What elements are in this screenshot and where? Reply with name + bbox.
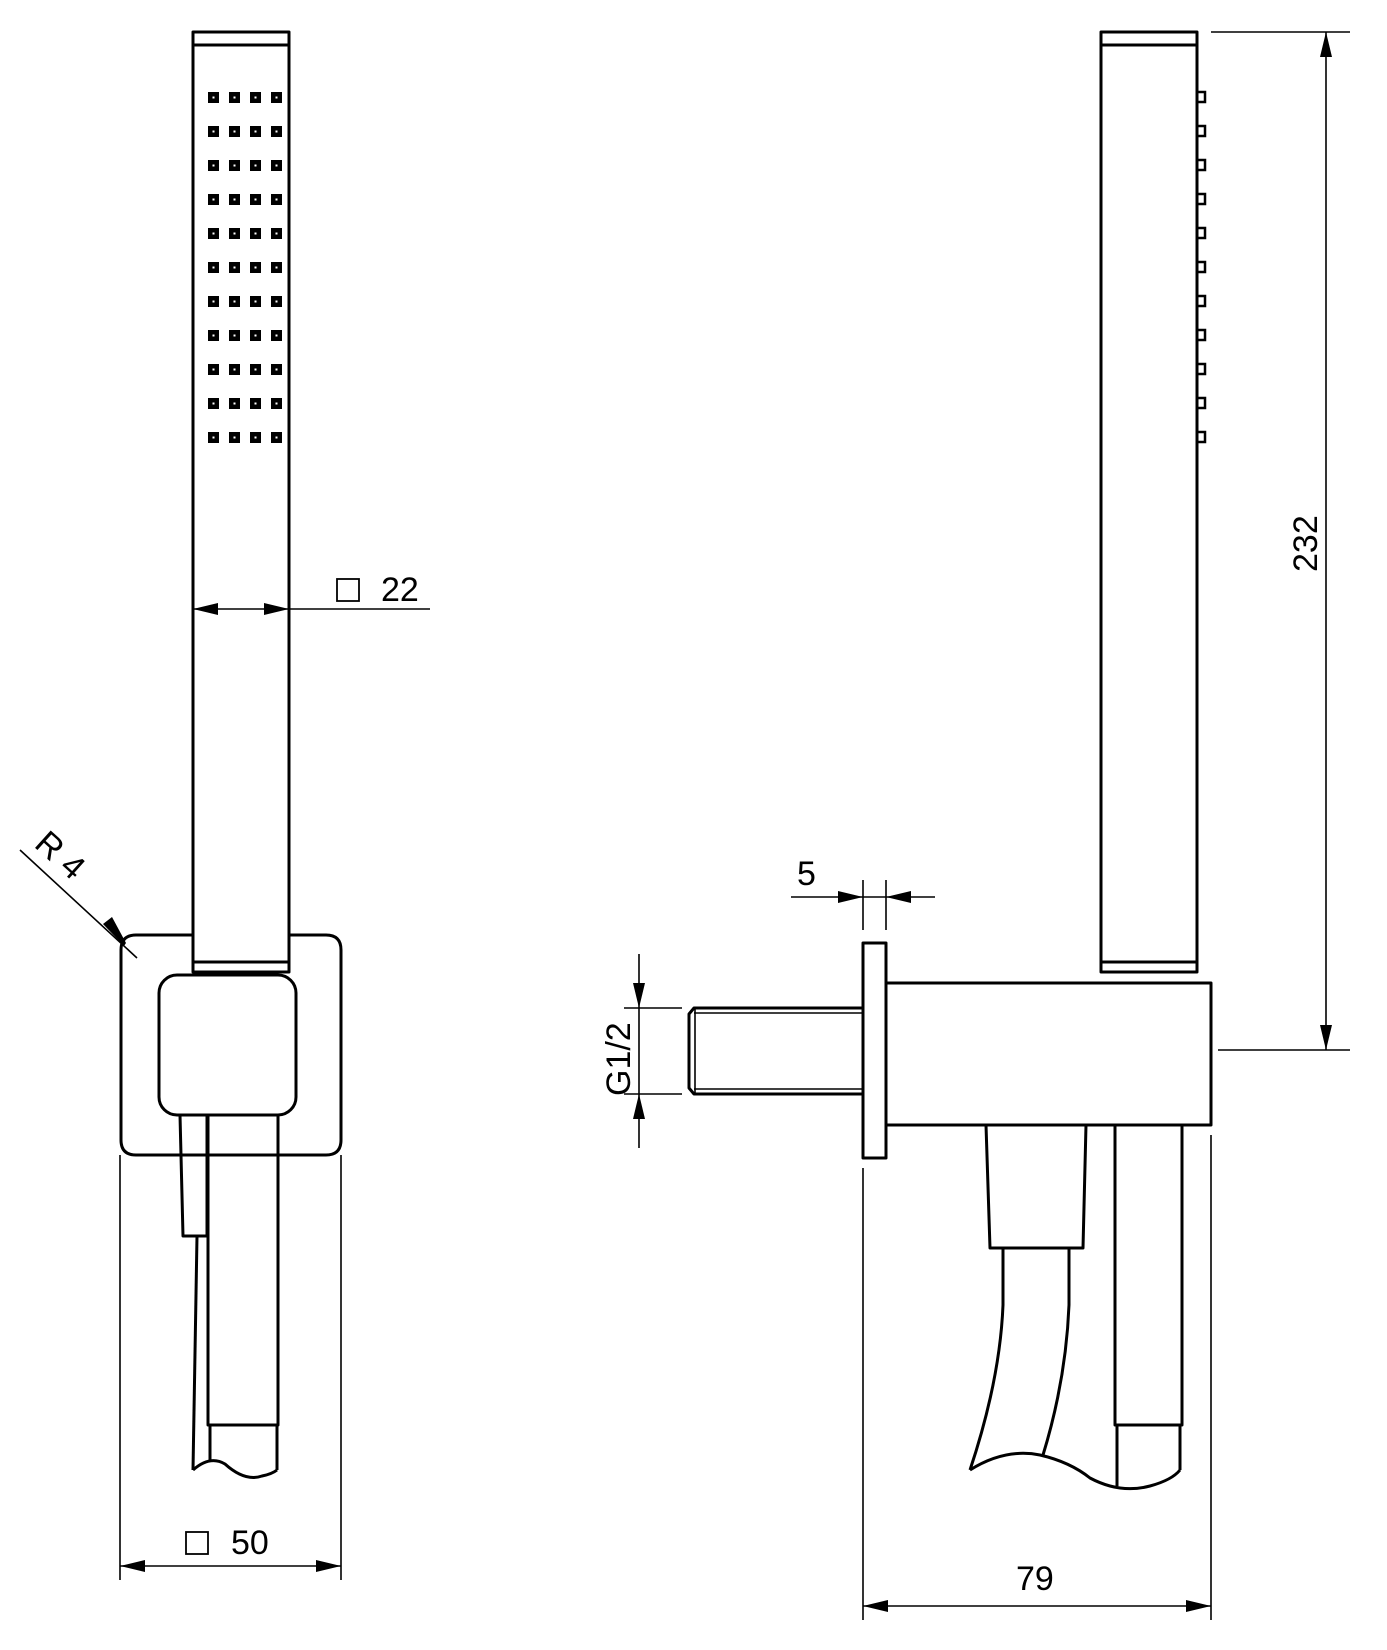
nozzle-icon — [1195, 158, 1207, 172]
front-view — [119, 30, 343, 1479]
nozzle-icon — [1195, 430, 1207, 444]
nozzle-grid — [208, 92, 282, 443]
nozzle-icon — [1195, 192, 1207, 206]
nozzle-icon — [1195, 362, 1207, 376]
handle-body — [191, 30, 291, 974]
square-symbol-icon — [336, 578, 360, 602]
hose-right-edge — [1041, 1248, 1071, 1456]
hose-left-edge — [968, 1248, 1005, 1471]
nozzle-icon — [1195, 260, 1207, 274]
handle-lower-body — [206, 1113, 280, 1427]
hose-connector-side — [984, 1124, 1088, 1250]
dim-5-label: 5 — [797, 855, 816, 893]
dim-79-label: 79 — [1016, 1560, 1054, 1598]
dim-50-label: 50 — [231, 1524, 269, 1562]
holder-block — [157, 973, 298, 1117]
dimension-handle-square: 22 — [193, 571, 430, 615]
hose-edge — [191, 1235, 199, 1471]
dimension-bracket-square: 50 — [119, 1155, 342, 1580]
wall-flange — [861, 941, 888, 1160]
dimension-total-height: 232 — [1211, 31, 1350, 1051]
square-symbol-icon — [185, 1531, 209, 1555]
nozzle-icon — [1195, 124, 1207, 138]
nozzle-icon — [1195, 294, 1207, 308]
handle-lower-sides — [208, 1425, 279, 1470]
bracket-plate — [119, 933, 343, 1157]
holder-body-side — [886, 981, 1213, 1127]
hose-connector — [178, 1114, 209, 1238]
side-nozzles — [1195, 90, 1207, 444]
break-line-side — [969, 1451, 1182, 1491]
dimension-corner-radius: R 4 — [19, 824, 138, 959]
side-view — [687, 30, 1213, 1491]
dim-r4-label: R 4 — [28, 824, 93, 888]
dim-232-label: 232 — [1287, 515, 1325, 572]
dimension-flange-thickness: 5 — [791, 855, 935, 930]
handle-lower-side — [1113, 1125, 1184, 1427]
break-line-front — [192, 1459, 278, 1479]
handle-body-side — [1099, 30, 1199, 974]
dimension-depth: 79 — [862, 1135, 1212, 1620]
nozzle-icon — [1195, 90, 1207, 104]
dimension-thread: G1/2 — [600, 954, 682, 1148]
dim-22-label: 22 — [381, 571, 419, 609]
dim-g12-label: G1/2 — [600, 1022, 638, 1096]
threaded-outlet — [687, 1006, 863, 1096]
nozzle-icon — [1195, 396, 1207, 410]
nozzle-icon — [1195, 328, 1207, 342]
nozzle-icon — [1195, 226, 1207, 240]
